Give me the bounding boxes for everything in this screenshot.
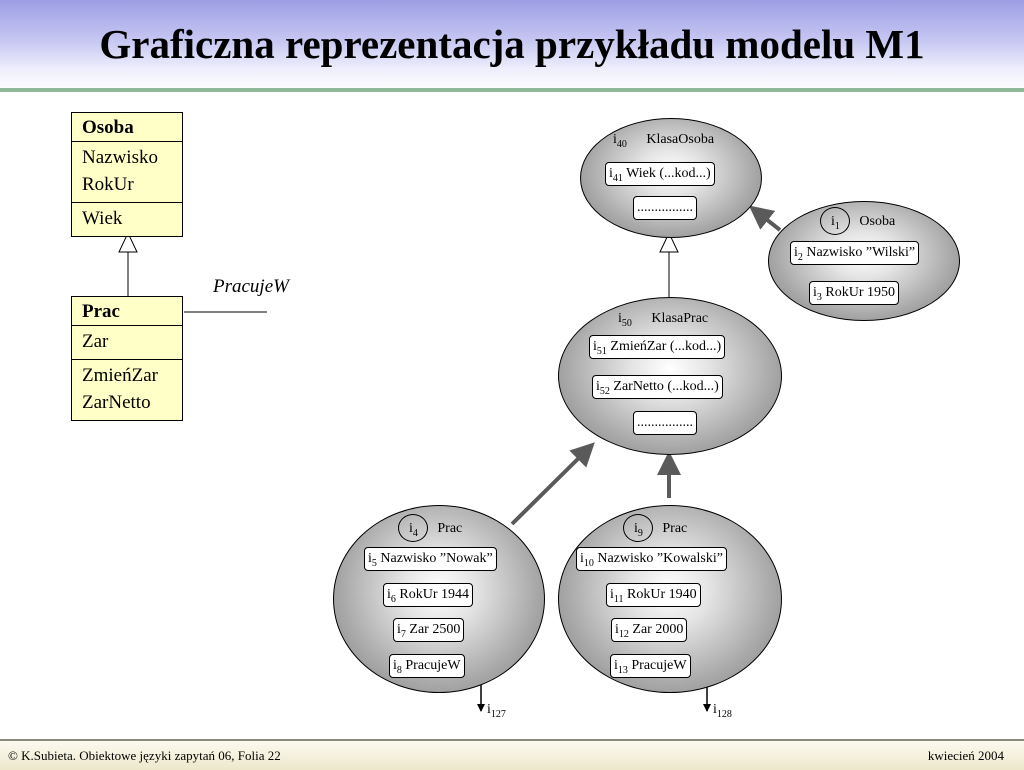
uml-methods: Wiek: [72, 202, 182, 236]
object-header: i40 KlasaOsoba: [613, 132, 715, 150]
object-id-circle: [398, 514, 428, 542]
uml-methods: ZmieńZar ZarNetto: [72, 359, 182, 420]
object-id: i9: [634, 521, 643, 539]
slide-footer: © K.Subieta. Obiektowe języki zapytań 06…: [0, 739, 1024, 770]
object-id: i4: [409, 521, 418, 539]
footer-date: kwiecień 2004: [927, 748, 1004, 763]
object-attribute: i41 Wiek (...kod...): [605, 162, 715, 186]
uml-attribute: Zar: [82, 331, 109, 352]
object-attribute: i2 Nazwisko ”Wilski”: [790, 241, 920, 265]
header-rule: [0, 88, 1024, 92]
instance-arrow-prac4: [510, 442, 595, 526]
object-prac-i9: i9 Prac i10 Nazwisko ”Kowalski” i11 RokU…: [558, 505, 782, 693]
uml-method: ZarNetto: [82, 392, 151, 413]
reference-target-i128: i128: [713, 702, 732, 720]
object-attribute: i10 Nazwisko ”Kowalski”: [576, 547, 727, 571]
uml-class-name: Prac: [72, 297, 182, 326]
uml-attribute: Nazwisko: [82, 147, 158, 168]
object-header: i9 Prac: [634, 521, 688, 539]
instance-arrow-osoba: [748, 205, 782, 232]
object-attribute: i11 RokUr 1940: [606, 583, 701, 607]
object-header: i4 Prac: [409, 521, 463, 539]
uml-method: ZmieńZar: [82, 365, 158, 386]
class-inheritance-triangle: [659, 231, 679, 253]
object-header: i1 Osoba: [831, 214, 896, 232]
object-id-circle: [820, 207, 850, 235]
footer-copyright: © K.Subieta. Obiektowe języki zapytań 06…: [8, 748, 281, 763]
object-attribute: i52 ZarNetto (...kod...): [592, 375, 723, 399]
slide-header: [0, 0, 1024, 92]
object-name: Prac: [662, 521, 688, 536]
object-attribute: i6 RokUr 1944: [383, 583, 474, 607]
uml-attribute: RokUr: [82, 174, 134, 195]
object-osoba-i1: i1 Osoba i2 Nazwisko ”Wilski” i3 RokUr 1…: [768, 201, 960, 321]
object-attribute-reference: i8 PracujeW: [389, 654, 465, 678]
object-attribute: i12 Zar 2000: [611, 618, 688, 642]
uml-attributes: Zar: [72, 326, 182, 359]
object-id: i40: [613, 132, 627, 150]
uml-inheritance-triangle: [118, 231, 138, 253]
object-header: i50 KlasaPrac: [618, 311, 709, 329]
object-attribute: i5 Nazwisko ”Nowak”: [364, 547, 497, 571]
uml-class-name: Osoba: [72, 113, 182, 142]
object-id: i50: [618, 311, 632, 329]
object-attribute: i51 ZmieńZar (...kod...): [589, 335, 726, 359]
association-label: PracujeW: [213, 276, 289, 297]
object-attribute: i7 Zar 2500: [393, 618, 465, 642]
object-id-circle: [623, 514, 653, 542]
uml-method: Wiek: [82, 208, 123, 229]
uml-class-prac: Prac Zar ZmieńZar ZarNetto: [71, 296, 183, 421]
uml-class-osoba: Osoba Nazwisko RokUr Wiek: [71, 112, 183, 237]
object-attribute: i3 RokUr 1950: [809, 281, 900, 305]
object-klasa-osoba: i40 KlasaOsoba i41 Wiek (...kod...) ....…: [580, 118, 762, 238]
slide-title: Graficzna reprezentacja przykładu modelu…: [99, 21, 925, 67]
object-klasa-prac: i50 KlasaPrac i51 ZmieńZar (...kod...) i…: [558, 297, 782, 455]
uml-attributes: Nazwisko RokUr: [72, 142, 182, 202]
object-attribute-placeholder: ................: [633, 411, 697, 435]
reference-target-i127: i127: [487, 702, 506, 720]
object-name: KlasaPrac: [651, 311, 709, 326]
object-name: Prac: [437, 521, 463, 536]
object-id: i1: [831, 214, 840, 232]
object-name: Osoba: [859, 214, 896, 229]
object-attribute-placeholder: ................: [633, 196, 697, 220]
object-attribute-reference: i13 PracujeW: [610, 654, 691, 678]
object-name: KlasaOsoba: [646, 132, 715, 147]
object-prac-i4: i4 Prac i5 Nazwisko ”Nowak” i6 RokUr 194…: [333, 505, 545, 693]
